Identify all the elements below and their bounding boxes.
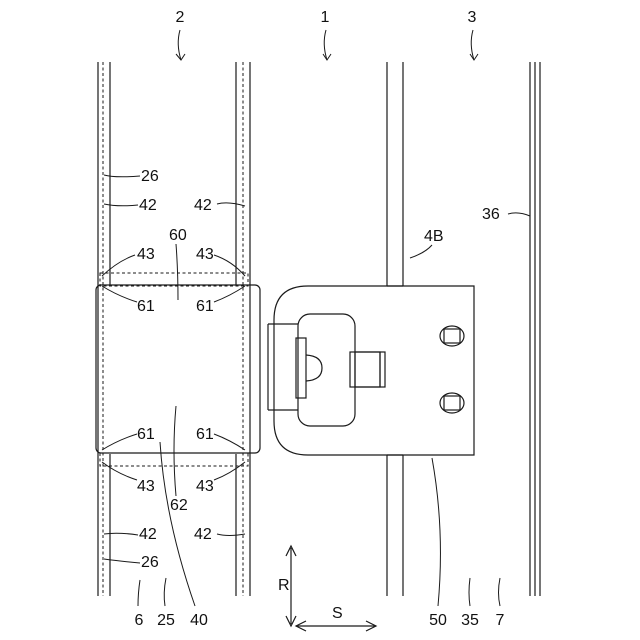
ref-label-25: 25: [157, 613, 175, 629]
ref-label-1: 1: [321, 10, 330, 26]
coupling-unit: [268, 286, 474, 455]
ref-label-43-bottom-right: 43: [196, 479, 214, 495]
ref-label-40: 40: [190, 613, 208, 629]
left-rail: [98, 62, 250, 596]
direction-label-r: R: [278, 578, 290, 594]
ref-label-4b: 4B: [424, 229, 444, 245]
reference-arrows: [176, 30, 478, 60]
ref-label-61-bottom-left: 61: [137, 427, 155, 443]
ref-label-43-top-right: 43: [196, 247, 214, 263]
ref-label-42-bottom-right: 42: [194, 527, 212, 543]
ref-label-42-bottom-left: 42: [139, 527, 157, 543]
ref-label-6: 6: [135, 613, 144, 629]
direction-arrows: [286, 546, 376, 631]
ref-label-36: 36: [482, 207, 500, 223]
ref-label-42-top-left: 42: [139, 198, 157, 214]
ref-label-43-bottom-left: 43: [137, 479, 155, 495]
ref-label-26-bottom: 26: [141, 555, 159, 571]
bolt-upper: [440, 326, 464, 346]
direction-label-s: S: [332, 606, 343, 622]
ref-label-26-top: 26: [141, 169, 159, 185]
ref-label-50: 50: [429, 613, 447, 629]
ref-label-43-top-left: 43: [137, 247, 155, 263]
ref-label-62: 62: [170, 498, 188, 514]
bolt-lower: [440, 393, 464, 413]
right-rail: [387, 62, 540, 596]
ref-label-7: 7: [496, 613, 505, 629]
ref-label-35: 35: [461, 613, 479, 629]
leader-lines: [102, 175, 530, 606]
ref-label-2: 2: [176, 10, 185, 26]
ref-label-61-top-left: 61: [137, 299, 155, 315]
ref-label-61-top-right: 61: [196, 299, 214, 315]
ref-label-60: 60: [169, 228, 187, 244]
ref-label-61-bottom-right: 61: [196, 427, 214, 443]
ref-label-3: 3: [468, 10, 477, 26]
slider-block: [96, 285, 260, 453]
ref-label-42-top-right: 42: [194, 198, 212, 214]
